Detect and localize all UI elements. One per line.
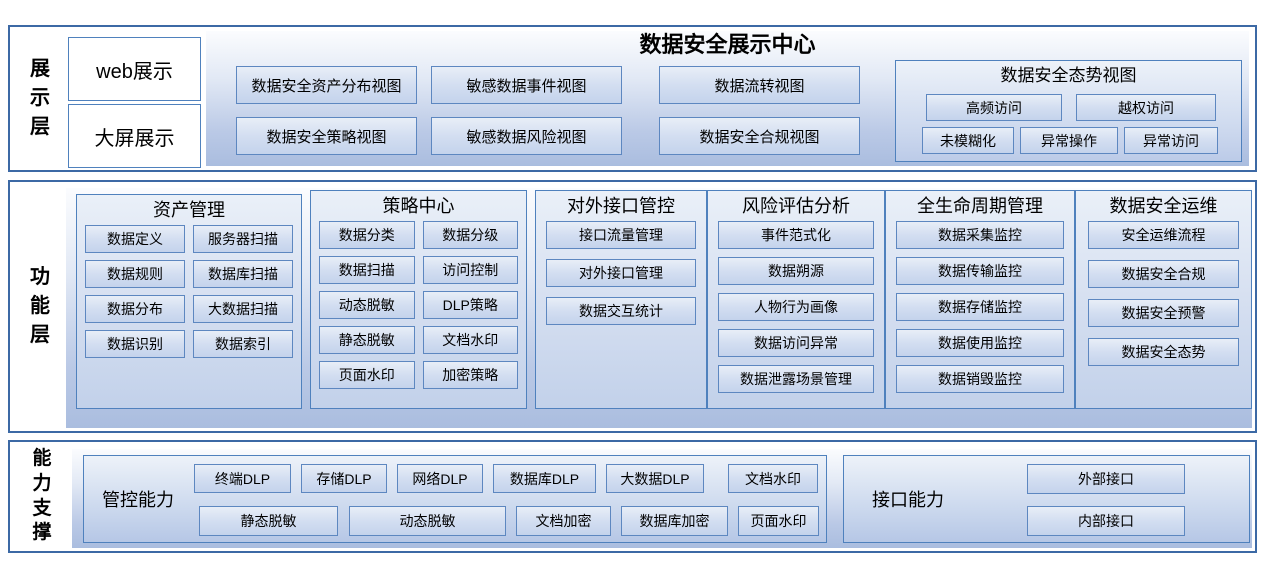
feature-box: 大数据扫描 bbox=[193, 295, 293, 323]
feature-box: 服务器扫描 bbox=[193, 225, 293, 253]
interface-capability-panel: 接口能力 外部接口 内部接口 bbox=[843, 455, 1250, 543]
feature-box: 安全运维流程 bbox=[1088, 221, 1239, 249]
feature-box: DLP策略 bbox=[422, 291, 518, 319]
web-display-box: web展示 bbox=[68, 37, 201, 101]
feature-box: 数据库扫描 bbox=[193, 260, 293, 288]
posture-box-abnormal-access: 异常访问 bbox=[1124, 127, 1218, 154]
view-box-sensitive-data-risk: 敏感数据风险视图 bbox=[431, 117, 622, 155]
view-box-compliance: 数据安全合规视图 bbox=[659, 117, 860, 155]
security-posture-title: 数据安全态势视图 bbox=[1000, 66, 1137, 85]
section-capability-layer: 能力支撑 管控能力 终端DLP 存储DLP 网络DLP 数据库DLP 大数据DL… bbox=[8, 440, 1257, 553]
feature-box: 数据分类 bbox=[319, 221, 415, 249]
capability-box-network-dlp: 网络DLP bbox=[397, 464, 483, 493]
feature-box: 数据存储监控 bbox=[896, 293, 1064, 321]
module-title-interface-control: 对外接口管控 bbox=[567, 196, 675, 216]
feature-box: 页面水印 bbox=[319, 361, 415, 389]
feature-box: 静态脱敏 bbox=[319, 326, 415, 354]
feature-box: 事件范式化 bbox=[718, 221, 874, 249]
web-display-label: web展示 bbox=[96, 60, 173, 83]
bigscreen-display-label: 大屏展示 bbox=[94, 127, 175, 150]
capability-box-endpoint-dlp: 终端DLP bbox=[194, 464, 291, 493]
module-title-operations: 数据安全运维 bbox=[1109, 196, 1218, 216]
section-display-layer: 展示层 web展示 大屏展示 数据安全展示中心 数据安全资产分布视图 敏感数据事… bbox=[8, 25, 1257, 172]
capability-box-database-dlp: 数据库DLP bbox=[493, 464, 596, 493]
feature-box: 加密策略 bbox=[422, 361, 518, 389]
module-asset-management: 资产管理 数据定义 数据规则 数据分布 数据识别 服务器扫描 数据库扫描 大数据… bbox=[76, 194, 302, 409]
interface-box-external: 外部接口 bbox=[1027, 464, 1185, 494]
feature-box: 数据传输监控 bbox=[896, 257, 1064, 285]
feature-box: 接口流量管理 bbox=[546, 221, 696, 249]
security-posture-panel: 数据安全态势视图 高频访问 越权访问 未模糊化 异常操作 异常访问 bbox=[895, 60, 1242, 162]
module-external-interface-control: 对外接口管控 接口流量管理 对外接口管理 数据交互统计 bbox=[535, 190, 707, 409]
capability-box-dynamic-masking: 动态脱敏 bbox=[349, 506, 506, 536]
module-policy-center: 策略中心 数据分类 数据扫描 动态脱敏 静态脱敏 页面水印 数据分级 访问控制 … bbox=[310, 190, 527, 409]
interface-box-internal: 内部接口 bbox=[1027, 506, 1185, 536]
feature-box: 数据采集监控 bbox=[896, 221, 1064, 249]
bigscreen-display-box: 大屏展示 bbox=[68, 104, 201, 168]
feature-box: 数据索引 bbox=[193, 330, 293, 358]
posture-box-abnormal-operation: 异常操作 bbox=[1020, 127, 1118, 154]
module-security-operations: 数据安全运维 安全运维流程 数据安全合规 数据安全预警 数据安全态势 bbox=[1075, 190, 1252, 409]
function-layer-label-text: 功能层 bbox=[30, 266, 50, 346]
feature-box: 数据访问异常 bbox=[718, 329, 874, 357]
feature-box: 数据安全预警 bbox=[1088, 299, 1239, 327]
view-box-data-flow: 数据流转视图 bbox=[659, 66, 860, 104]
feature-box: 人物行为画像 bbox=[718, 293, 874, 321]
capability-layer-label-text: 能力支撑 bbox=[32, 448, 52, 544]
display-layer-label: 展示层 bbox=[22, 27, 58, 170]
capability-box-storage-dlp: 存储DLP bbox=[301, 464, 387, 493]
feature-box: 动态脱敏 bbox=[319, 291, 415, 319]
diagram-title: 数据安全展示中心 bbox=[639, 32, 816, 57]
feature-box: 数据销毁监控 bbox=[896, 365, 1064, 393]
feature-box: 数据安全态势 bbox=[1088, 338, 1239, 366]
module-title-policy: 策略中心 bbox=[382, 196, 455, 216]
control-capability-panel: 管控能力 终端DLP 存储DLP 网络DLP 数据库DLP 大数据DLP 文档水… bbox=[83, 455, 827, 543]
capability-box-bigdata-dlp: 大数据DLP bbox=[606, 464, 704, 493]
module-title-lifecycle: 全生命周期管理 bbox=[917, 196, 1043, 216]
function-layer-label: 功能层 bbox=[22, 182, 58, 431]
feature-box: 数据定义 bbox=[85, 225, 185, 253]
view-box-asset-distribution: 数据安全资产分布视图 bbox=[236, 66, 417, 104]
view-box-sensitive-data-event: 敏感数据事件视图 bbox=[431, 66, 622, 104]
module-risk-assessment: 风险评估分析 事件范式化 数据朔源 人物行为画像 数据访问异常 数据泄露场景管理 bbox=[707, 190, 885, 409]
module-title-risk: 风险评估分析 bbox=[742, 196, 850, 216]
feature-box: 文档水印 bbox=[422, 326, 518, 354]
display-layer-label-text: 展示层 bbox=[30, 58, 50, 138]
view-box-security-policy: 数据安全策略视图 bbox=[236, 117, 417, 155]
capability-box-document-watermark: 文档水印 bbox=[728, 464, 818, 493]
capability-box-document-encryption: 文档加密 bbox=[516, 506, 611, 536]
feature-box: 数据识别 bbox=[85, 330, 185, 358]
posture-box-unmasked: 未模糊化 bbox=[922, 127, 1014, 154]
capability-box-page-watermark: 页面水印 bbox=[738, 506, 819, 536]
posture-box-privilege-escalation-access: 越权访问 bbox=[1076, 94, 1216, 121]
control-capability-label: 管控能力 bbox=[102, 490, 174, 510]
feature-box: 访问控制 bbox=[422, 256, 518, 284]
capability-layer-label: 能力支撑 bbox=[24, 442, 60, 551]
feature-box: 数据扫描 bbox=[319, 256, 415, 284]
capability-box-database-encryption: 数据库加密 bbox=[621, 506, 728, 536]
module-lifecycle-management: 全生命周期管理 数据采集监控 数据传输监控 数据存储监控 数据使用监控 数据销毁… bbox=[885, 190, 1075, 409]
feature-box: 数据分布 bbox=[85, 295, 185, 323]
interface-capability-label: 接口能力 bbox=[872, 490, 944, 510]
feature-box: 数据规则 bbox=[85, 260, 185, 288]
feature-box: 数据使用监控 bbox=[896, 329, 1064, 357]
capability-box-static-masking: 静态脱敏 bbox=[199, 506, 338, 536]
module-title-asset: 资产管理 bbox=[153, 200, 225, 220]
feature-box: 数据泄露场景管理 bbox=[718, 365, 874, 393]
feature-box: 数据交互统计 bbox=[546, 297, 696, 325]
posture-box-high-frequency-access: 高频访问 bbox=[926, 94, 1062, 121]
feature-box: 数据安全合规 bbox=[1088, 260, 1239, 288]
section-function-layer: 功能层 资产管理 数据定义 数据规则 数据分布 数据识别 服务器扫描 数据库扫描… bbox=[8, 180, 1257, 433]
feature-box: 数据分级 bbox=[422, 221, 518, 249]
feature-box: 数据朔源 bbox=[718, 257, 874, 285]
feature-box: 对外接口管理 bbox=[546, 259, 696, 287]
